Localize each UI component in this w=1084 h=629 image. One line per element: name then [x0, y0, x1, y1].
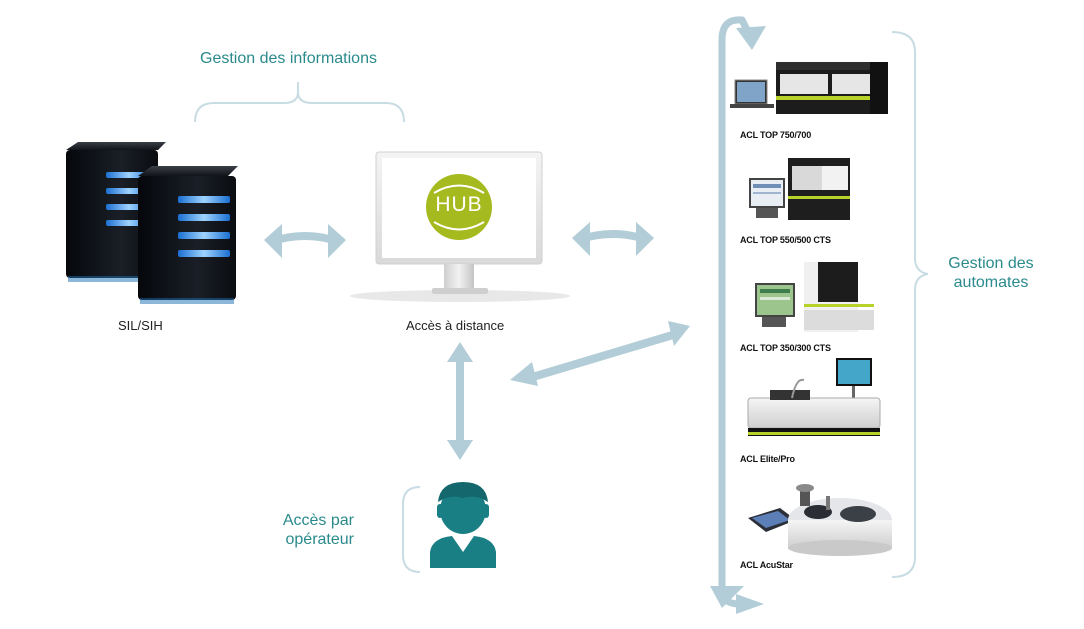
information-management-label: Gestion des informations — [200, 50, 377, 67]
analyzer-icon — [749, 158, 850, 220]
server-icon — [138, 166, 238, 304]
device-label-acl-elite: ACL Elite/Pro — [740, 454, 795, 464]
monitor-icon — [350, 151, 570, 302]
person-icon — [430, 482, 496, 568]
operator-access-line1: Accès par — [282, 512, 354, 529]
analyzer-icon — [747, 358, 881, 436]
information-bracket — [194, 82, 405, 123]
hub-logo-text: HUB — [435, 193, 483, 216]
operator-access-label: Accès par opérateur — [274, 511, 354, 549]
arrow-server-hub — [264, 224, 346, 258]
analyzer-icon — [730, 62, 888, 114]
operator-bracket — [402, 486, 421, 573]
device-label-acl-top-550: ACL TOP 550/500 CTS — [740, 235, 831, 245]
arrow-hub-operator — [447, 342, 473, 460]
remote-access-label: Accès à distance — [406, 318, 505, 333]
loop-arrowhead-top — [736, 26, 766, 50]
analyzer-icon — [755, 262, 874, 332]
device-label-acl-acustar: ACL AcuStar — [740, 560, 793, 570]
sil-sih-label: SIL/SIH — [118, 318, 163, 333]
operator-access-line2: opérateur — [285, 531, 355, 548]
device-management-line1: Gestion des — [948, 255, 1034, 272]
arrow-hub-devices — [572, 222, 654, 256]
device-label-acl-top-750: ACL TOP 750/700 — [740, 130, 812, 140]
analyzer-icon — [748, 484, 892, 556]
arrow-diagonal — [510, 321, 690, 386]
device-management-line2: automates — [953, 274, 1029, 291]
device-management-label: Gestion des automates — [938, 254, 1044, 292]
automates-bracket — [891, 31, 929, 578]
device-label-acl-top-350: ACL TOP 350/300 CTS — [740, 343, 831, 353]
